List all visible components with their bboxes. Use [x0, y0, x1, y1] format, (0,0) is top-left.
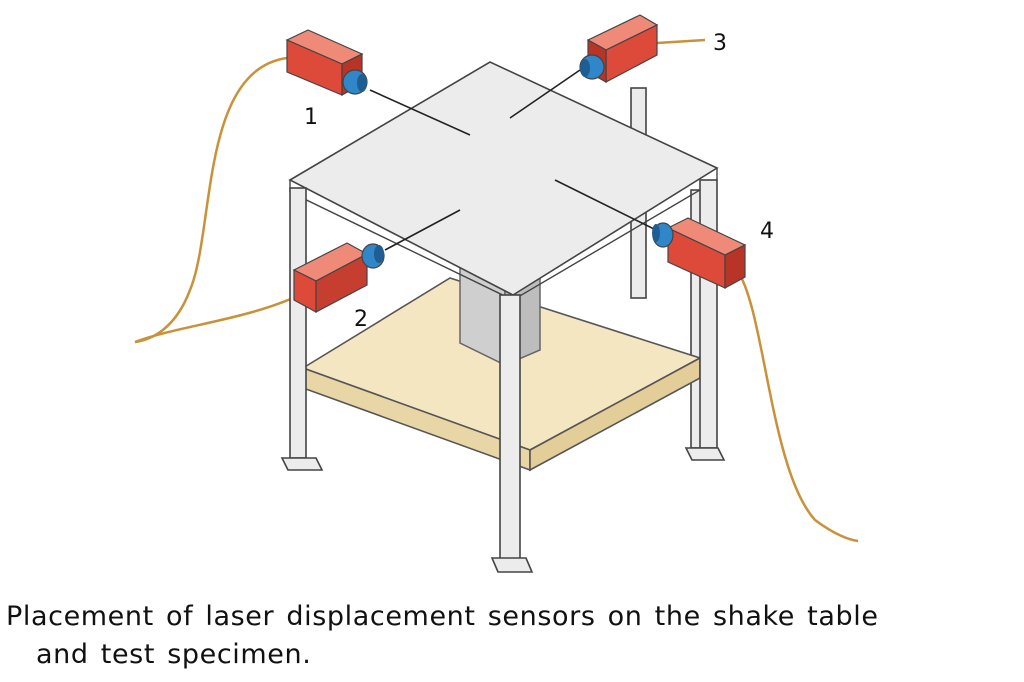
sensor-cables: [134, 38, 859, 543]
sensor-label-3: 3: [713, 31, 727, 56]
figure-caption: Placement of laser displacement sensors …: [6, 598, 1016, 674]
sensor-2-lens-face: [374, 245, 384, 263]
laser-sensor-3: [579, 14, 659, 84]
cable-sensor-2: [134, 290, 307, 344]
foot-center: [490, 557, 534, 573]
test-setup-diagram: 1 2 3 4: [134, 14, 859, 573]
caption-line-1: Placement of laser displacement sensors …: [6, 601, 879, 632]
caption-line-2: and test specimen.: [36, 639, 312, 670]
front-post-center: [499, 294, 521, 561]
laser-sensor-4: [652, 217, 747, 290]
frame-front: [280, 179, 726, 573]
sensor-1-lens-face: [357, 74, 367, 92]
laser-beams: [369, 69, 657, 251]
cable-sensor-4: [735, 269, 859, 543]
sensor-label-4: 4: [760, 219, 774, 244]
sensor-label-2: 2: [354, 307, 368, 332]
cable-sensor-1: [134, 56, 288, 344]
sensor-4-lens-face: [652, 224, 660, 242]
laser-sensor-1: [285, 29, 368, 97]
laser-beam-1: [369, 89, 471, 136]
laser-beam-2: [384, 209, 461, 251]
foot-left: [280, 457, 324, 471]
sensor-3-lens-face: [580, 59, 590, 77]
laser-beam-4: [554, 179, 657, 231]
front-post-left: [289, 187, 307, 459]
cable-sensor-3: [656, 38, 706, 45]
sensor-2-side: [315, 253, 368, 313]
sensor-label-1: 1: [304, 105, 318, 130]
foot-right: [684, 447, 726, 461]
front-post-right: [699, 179, 718, 449]
laser-sensor-2: [292, 242, 385, 314]
sensor-4-side: [724, 244, 746, 290]
laser-beam-3: [509, 69, 581, 119]
